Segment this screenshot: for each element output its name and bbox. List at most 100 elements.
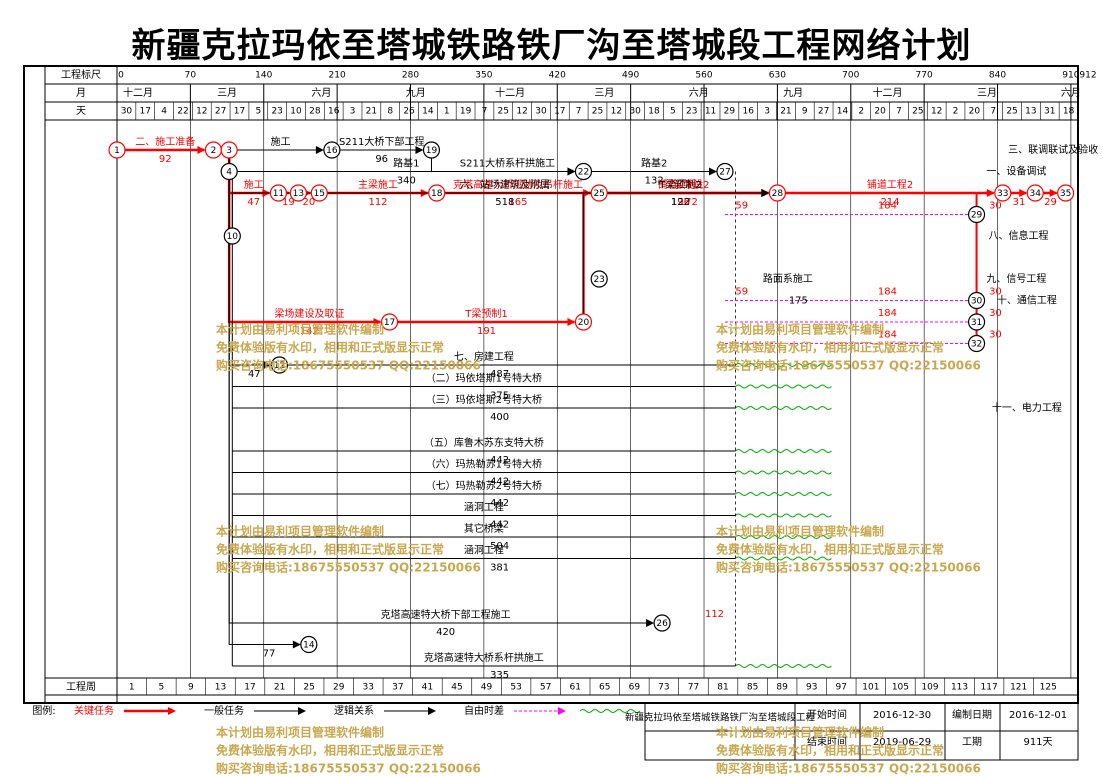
day-label-20: 25 [498,107,509,117]
node-circle-12 [270,356,289,374]
day-label-43: 12 [931,107,942,117]
watermark-line3-3: 购买咨询电话:18675550537 QQ:22150066 [716,560,981,575]
node-label-16: 16 [326,146,338,156]
node-circle-15 [310,184,328,202]
week-label-9: 37 [392,683,403,693]
node-circle-29 [967,205,986,224]
task-label-6: 涵洞工程 [464,502,504,514]
side-label-7: 175 [789,296,808,307]
activity-label-15: S211大桥下部工程 [339,135,424,148]
info-made-label: 编制日期 [952,708,992,721]
activity-duration-3: 19 [282,197,295,208]
week-label-5: 21 [274,683,285,693]
node-label-31: 31 [971,318,982,328]
activity-duration-21: 122 [671,197,690,208]
week-label-7: 29 [333,683,345,693]
scale-tick-560: 560 [695,71,712,81]
day-label-40: 20 [874,107,886,117]
node-circle-18 [428,184,446,202]
watermark-line2-2: 免费体验版有水印，相用和正式版显示正常 [216,542,444,557]
day-label-6: 17 [234,107,245,117]
activity-duration-2: 47 [247,197,260,208]
week-label-24: 97 [836,683,847,693]
info-end-label: 结束时间 [807,735,847,748]
node-circle-26 [653,614,671,632]
scale-tick-490: 490 [622,71,639,81]
page-title: 新疆克拉玛依至塔城铁路铁厂沟至塔城段工程网络计划 [131,26,972,66]
float-value-4: 184 [878,308,897,319]
activity-arrow-21 [582,192,769,330]
activity-arrowhead-23 [292,640,301,649]
activity-label-11: 梁场建设及取证 [274,307,344,320]
day-label-2: 4 [161,107,167,117]
legend-arrow-3 [558,707,566,715]
task-duration-5: 442 [490,498,509,509]
watermark-line3-1: 购买咨询电话:18675550537 QQ:22150066 [716,358,981,373]
week-label-27: 109 [921,683,938,693]
node-circle-34 [1026,184,1044,202]
legend-item-label-3: 自由时差 [464,704,504,717]
activity-label-5: 主梁施工 [358,178,398,191]
day-label-22: 30 [535,107,547,117]
day-label-47: 25 [1006,107,1017,117]
day-label-50: 18 [1063,107,1075,117]
info-start-label: 开始时间 [807,708,847,721]
day-label-35: 21 [780,107,791,117]
week-label-12: 49 [481,683,493,693]
watermark-line3-5: 购买咨询电话:18675550537 QQ:22150066 [716,761,981,776]
legend-item-label-0: 关键任务 [74,704,114,717]
day-label-0: 30 [121,107,133,117]
day-label-13: 21 [366,107,377,117]
week-label-31: 125 [1040,683,1057,693]
activity-duration-6: 165 [508,197,527,208]
node-circle-23 [590,270,608,288]
day-label-16: 14 [422,107,434,117]
task-label-9: 克塔高速特大桥系杆拱施工 [424,651,544,664]
activity-label-21: T梁预制2 [658,178,701,191]
info-period-value: 911天 [1023,737,1052,748]
scale-tick-350: 350 [475,71,492,81]
node-label-2: 2 [211,146,217,156]
scale-label: 工程标尺 [61,69,101,81]
month-label-9: 三月 [977,87,997,99]
legend-arrow-1 [298,707,306,715]
task-float-wave-9 [735,664,832,668]
week-label-21: 85 [747,683,758,693]
day-label-45: 20 [969,107,981,117]
week-label-20: 81 [717,683,728,693]
day-label-34: 3 [764,107,770,117]
day-label-21: 12 [516,107,527,117]
week-label-18: 73 [658,683,669,693]
node-circle-22 [574,162,593,181]
week-label-8: 33 [363,683,374,693]
scale-tick-910: 910 [1062,71,1079,81]
task-label-3: （五）库鲁木苏东支特大桥 [424,436,544,449]
watermark-line2-4: 免费体验版有水印，相用和正式版显示正常 [216,743,444,758]
week-label-26: 105 [892,683,909,693]
float-value-7: 30 [989,201,1002,212]
node-label-15: 15 [314,189,325,199]
node-label-27: 27 [719,168,730,178]
node-circle-17 [380,313,399,331]
activity-arrow-23 [228,158,300,645]
day-label-44: 2 [953,107,959,117]
task-label-4: （六）玛热勒苏1号特大桥 [426,458,542,471]
scale-tick-630: 630 [769,71,786,81]
legend-arrow-2 [428,707,436,715]
activity-label-14: 施工 [271,135,291,148]
watermark-line1-0: 本计划由易利项目管理软件编制 [216,322,384,337]
task-duration-3: 442 [490,455,509,466]
node-label-3: 3 [226,146,232,156]
legend-label: 图例: [32,704,55,717]
side-label-3: 九、信号工程 [986,273,1046,285]
watermark-layer: 本计划由易利项目管理软件编制免费体验版有水印，相用和正式版显示正常购买咨询电话:… [216,322,981,776]
watermark-line2-3: 免费体验版有水印，相用和正式版显示正常 [716,542,944,557]
month-label-2: 六月 [311,87,331,99]
activity-arrowhead-14 [315,146,324,154]
scale-tick-280: 280 [402,71,419,81]
task-label-8: 涵洞工程 [464,545,504,557]
week-label-11: 45 [451,683,462,693]
scale-tick-420: 420 [549,71,566,81]
activity-duration-7: 172 [679,197,698,208]
